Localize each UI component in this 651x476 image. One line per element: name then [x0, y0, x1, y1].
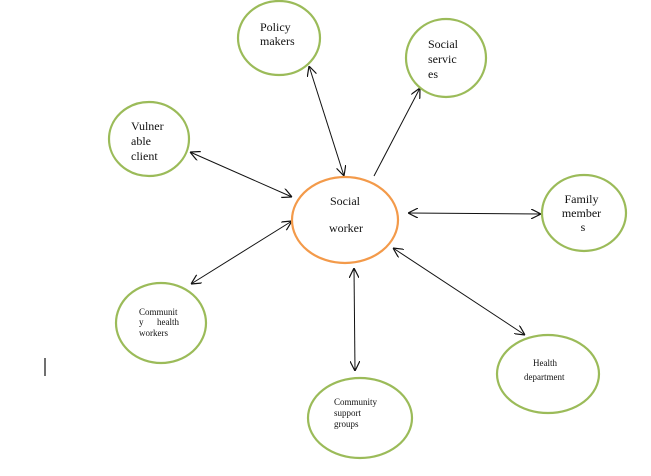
arrow-health: [393, 248, 525, 335]
label-social-services: Social servic es: [428, 37, 461, 81]
arrow-chw: [191, 221, 292, 284]
node-policy-makers: [236, 0, 322, 77]
node-community-support-groups: [306, 376, 414, 460]
arrow-policy: [309, 66, 344, 176]
node-health-department: [495, 333, 601, 415]
node-family-members: [540, 173, 628, 253]
node-community-health-workers: [114, 281, 208, 365]
label-vulnerable-client: Vulner able client: [131, 119, 167, 163]
node-social-worker: [290, 175, 400, 265]
label-social-worker: Social worker: [329, 194, 363, 235]
label-family-members: Family member s: [562, 192, 604, 234]
node-social-services: [404, 17, 488, 99]
node-vulnerable-client: [107, 100, 191, 178]
label-policy-makers: Policy makers: [260, 20, 295, 48]
label-health-department: Health department: [524, 358, 565, 382]
arrow-family: [408, 213, 541, 214]
arrow-vulnerable: [190, 152, 292, 197]
arrow-support: [354, 268, 355, 371]
label-community-health-workers: Communit y health workers: [0, 0, 190, 338]
arrow-services: [373, 88, 420, 177]
label-community-support-groups: Community support groups: [334, 397, 379, 429]
